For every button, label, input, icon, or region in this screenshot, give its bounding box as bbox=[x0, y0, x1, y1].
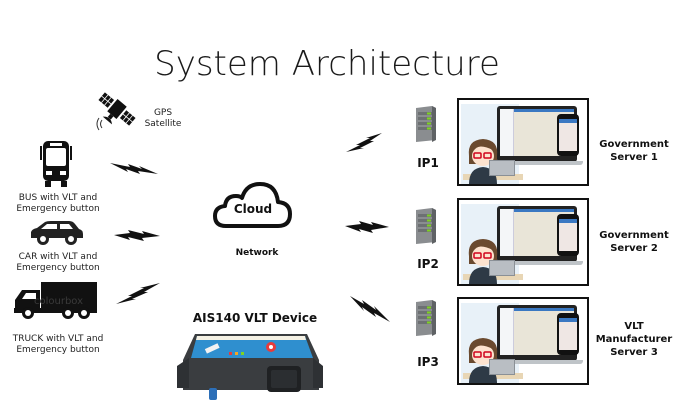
page-title: System Architecture bbox=[0, 44, 678, 84]
ip-label-3: IP3 bbox=[417, 355, 439, 369]
cloud-icon bbox=[213, 182, 292, 228]
ip-label-2: IP2 bbox=[417, 257, 439, 271]
signal-bolt-icon bbox=[110, 163, 158, 174]
server-name-3-line3: Server 3 bbox=[610, 347, 658, 358]
server-tower-3 bbox=[414, 300, 438, 336]
server-icon bbox=[416, 300, 436, 336]
signal-bolt-icon bbox=[114, 230, 160, 241]
tracking-device-icon bbox=[177, 334, 323, 400]
server-icon bbox=[416, 208, 436, 244]
car-label: CAR with VLT and Emergency button bbox=[4, 252, 112, 274]
server-panel-1 bbox=[457, 98, 589, 186]
server-name-1: Government Server 1 bbox=[594, 138, 674, 164]
server-name-2: Government Server 2 bbox=[594, 229, 674, 255]
satellite-icon bbox=[96, 92, 136, 131]
gps-label-line1: GPS bbox=[153, 108, 173, 118]
cloud-label: Cloud bbox=[233, 202, 273, 216]
phone-icon bbox=[557, 114, 579, 156]
server-name-3: VLT Manufacturer Server 3 bbox=[594, 320, 674, 359]
signal-bolt-icon bbox=[350, 296, 390, 322]
signal-bolt-icon bbox=[346, 133, 382, 152]
server-name-3-line2: Manufacturer bbox=[595, 334, 673, 345]
vlt-device bbox=[175, 330, 325, 406]
gps-label: GPS Satellite bbox=[140, 108, 186, 130]
server-name-1-line1: Government bbox=[599, 139, 669, 150]
server-name-3-line1: VLT bbox=[624, 321, 644, 332]
server-name-2-line1: Government bbox=[599, 230, 669, 241]
car-label-line1: CAR with VLT and bbox=[18, 252, 98, 262]
truck-icon bbox=[14, 282, 97, 319]
server-tower-2 bbox=[414, 208, 438, 244]
phone-icon bbox=[557, 214, 579, 256]
server-icon bbox=[416, 106, 436, 142]
phone-icon bbox=[557, 313, 579, 355]
truck-label-line2: Emergency button bbox=[16, 345, 100, 355]
bus-label: BUS with VLT and Emergency button bbox=[4, 193, 112, 215]
network-label: Network bbox=[235, 248, 279, 258]
truck-label: TRUCK with VLT and Emergency button bbox=[4, 334, 112, 356]
gps-satellite bbox=[94, 86, 140, 132]
signal-bolt-icon bbox=[116, 283, 160, 304]
server-panel-2 bbox=[457, 198, 589, 286]
bus-label-line2: Emergency button bbox=[16, 204, 100, 214]
server-tower-1 bbox=[414, 106, 438, 142]
server-name-1-line2: Server 1 bbox=[610, 152, 658, 163]
gps-label-line2: Satellite bbox=[144, 119, 182, 129]
device-label: AIS140 VLT Device bbox=[192, 311, 318, 325]
operator-icon bbox=[468, 139, 498, 184]
vehicle-car bbox=[29, 220, 85, 246]
truck-watermark: colourbox bbox=[34, 296, 84, 307]
car-label-line2: Emergency button bbox=[16, 263, 100, 273]
bus-label-line1: BUS with VLT and bbox=[18, 193, 98, 203]
operator-icon bbox=[468, 338, 498, 383]
ip-label-1: IP1 bbox=[417, 156, 439, 170]
vehicle-truck: colourbox bbox=[14, 282, 98, 320]
vehicle-bus bbox=[36, 140, 76, 188]
title-text: System Architecture bbox=[154, 44, 500, 84]
server-panel-3 bbox=[457, 297, 589, 385]
cloud-network: Cloud bbox=[212, 180, 294, 232]
bus-icon bbox=[40, 141, 72, 187]
operator-icon bbox=[468, 239, 498, 284]
car-icon bbox=[31, 221, 83, 245]
server-name-2-line2: Server 2 bbox=[610, 243, 658, 254]
truck-label-line1: TRUCK with VLT and bbox=[12, 334, 104, 344]
signal-bolt-icon bbox=[345, 221, 389, 233]
